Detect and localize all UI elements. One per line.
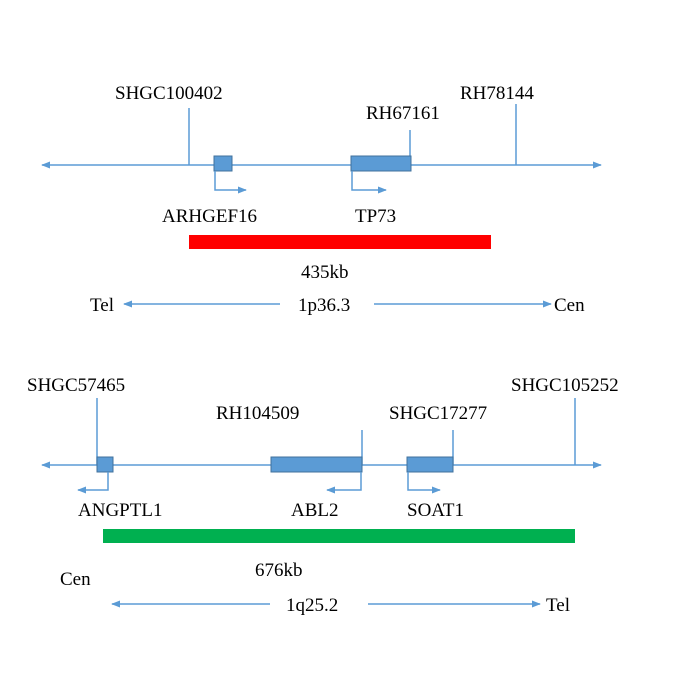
orientation-left-label-bottom: Cen [60, 569, 91, 590]
chromosome-band-label-bottom: 1q25.2 [286, 595, 338, 616]
gene-label-arhgef16: ARHGEF16 [162, 206, 257, 227]
region-bar-top [189, 235, 491, 249]
marker-label-shgc100402: SHGC100402 [115, 83, 223, 104]
marker-label-rh67161: RH67161 [366, 103, 440, 124]
gene-box-tp73 [350, 155, 412, 172]
direction-arrow-arhgef16 [214, 171, 247, 194]
marker-label-shgc17277: SHGC17277 [389, 403, 487, 424]
gene-label-tp73: TP73 [355, 206, 396, 227]
region-size-label-top: 435kb [301, 262, 349, 283]
region-bar-bottom [103, 529, 575, 543]
bottom-panel: SHGC57465 RH104509 SHGC17277 SHGC105252 … [27, 375, 619, 616]
gene-label-angptl1: ANGPTL1 [78, 500, 162, 521]
top-panel: SHGC100402 RH67161 RH78144 ARHGEF16 TP73… [41, 83, 602, 316]
direction-arrow-abl2 [326, 472, 362, 494]
marker-label-shgc57465: SHGC57465 [27, 375, 125, 396]
direction-arrow-angptl1 [77, 472, 109, 494]
orientation-right-label-top: Cen [554, 295, 585, 316]
gene-label-soat1: SOAT1 [407, 500, 464, 521]
marker-label-rh78144: RH78144 [460, 83, 534, 104]
direction-arrow-tp73 [351, 171, 387, 194]
gene-label-abl2: ABL2 [291, 500, 339, 521]
gene-box-abl2 [270, 456, 363, 473]
orientation-right-label-bottom: Tel [546, 595, 570, 616]
marker-label-rh104509: RH104509 [216, 403, 299, 424]
gene-box-soat1 [406, 456, 454, 473]
direction-arrow-soat1 [407, 472, 441, 494]
orientation-left-label-top: Tel [90, 295, 114, 316]
gene-box-arhgef16 [213, 155, 233, 172]
chromosome-band-label-top: 1p36.3 [298, 295, 350, 316]
marker-label-shgc105252: SHGC105252 [511, 375, 619, 396]
region-size-label-bottom: 676kb [255, 560, 303, 581]
gene-box-angptl1 [96, 456, 114, 473]
